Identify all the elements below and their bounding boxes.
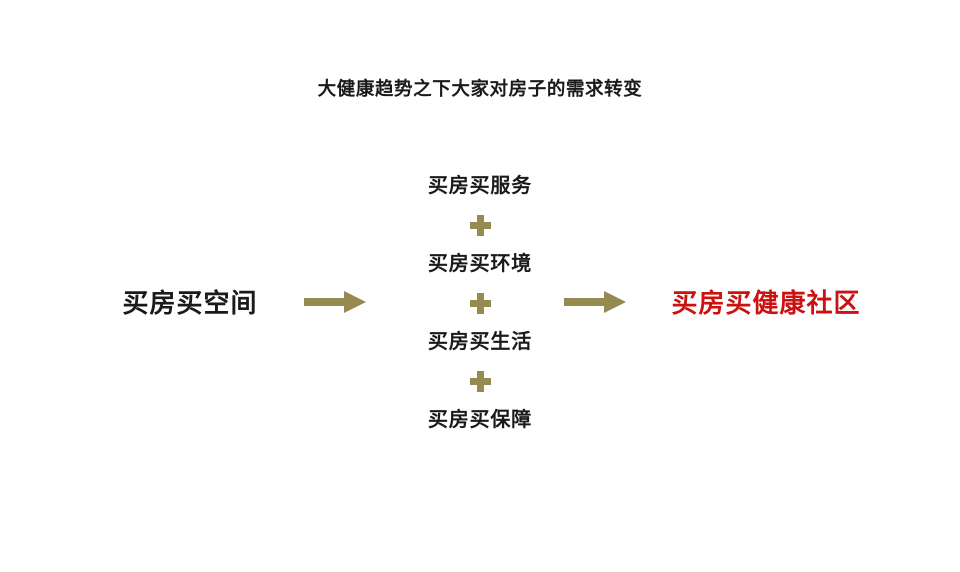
plus-icon	[469, 292, 491, 314]
plus-icon	[469, 214, 491, 236]
arrow-right-icon	[564, 291, 626, 313]
arrow-right-icon	[304, 291, 366, 313]
flow-middle-item-1: 买房买服务	[428, 175, 532, 197]
flow-stage-middle: 买房买服务 买房买环境 买房买生活 买房买保障	[380, 172, 580, 434]
flow-middle-item-2: 买房买环境	[428, 253, 532, 275]
flow-middle-item-4: 买房买保障	[428, 409, 532, 431]
flow-stage-left-label: 买房买空间	[122, 288, 258, 318]
plus-icon	[469, 370, 491, 392]
flow-middle-item-3: 买房买生活	[428, 331, 532, 353]
flow-stage-right-label: 买房买健康社区	[671, 288, 861, 318]
page-title: 大健康趋势之下大家对房子的需求转变	[317, 78, 643, 99]
